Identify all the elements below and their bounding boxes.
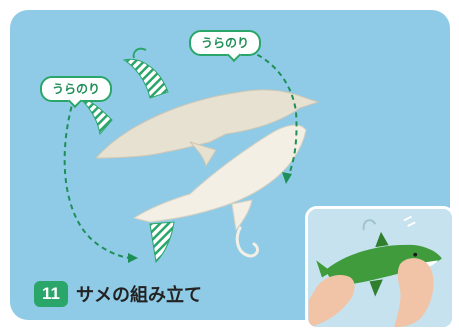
- shark-cutout-front: [132, 124, 307, 264]
- arrow-head-right: [282, 172, 292, 184]
- green-shark-model: [325, 244, 442, 286]
- arrow-head-left: [128, 253, 138, 263]
- dashed-arrow-left: [63, 97, 133, 259]
- back-glue-callout-left: うらのり: [40, 76, 113, 102]
- hand-right: [394, 258, 434, 327]
- finished-model-photo: [305, 206, 455, 330]
- instruction-panel: うらのり うらのり 11 サメの組み立て: [10, 10, 450, 320]
- back-glue-label: うらのり: [52, 82, 101, 96]
- step-number-badge: 11: [34, 281, 68, 307]
- hand-left: [308, 274, 355, 327]
- shark-assembly-illustration: [63, 45, 320, 264]
- hands-holding-shark-illustration: [308, 209, 452, 327]
- step-title: サメの組み立て: [76, 285, 202, 306]
- shark-cutout-back: [78, 47, 320, 168]
- step-heading: 11 サメの組み立て: [34, 281, 202, 307]
- back-glue-label: うらのり: [201, 36, 250, 50]
- assembly-arrows: [63, 45, 298, 259]
- dashed-arrow-right: [231, 45, 298, 177]
- back-glue-callout-top: うらのり: [189, 30, 262, 56]
